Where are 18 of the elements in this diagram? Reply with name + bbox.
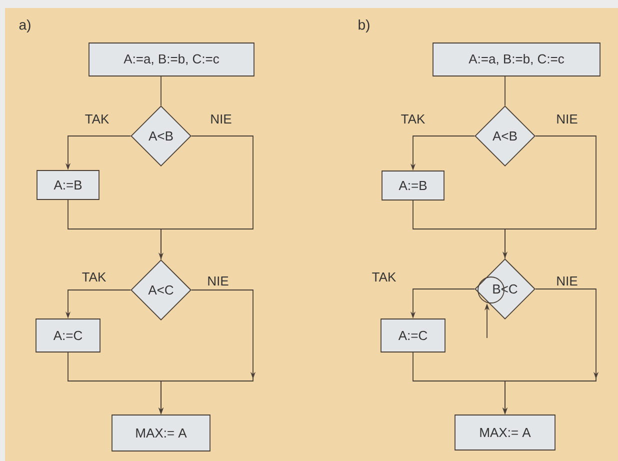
- edge-label: NIE: [555, 114, 579, 124]
- process-box: A:=C: [36, 318, 100, 352]
- edge-label: NIE: [209, 114, 233, 124]
- edge-label: NIE: [555, 276, 579, 286]
- process-box: MAX:= A: [112, 414, 210, 452]
- edge-label: TAK: [370, 272, 398, 282]
- edge-label: TAK: [84, 114, 110, 124]
- panel-label: a): [19, 19, 30, 33]
- process-box: A:=a, B:=b, C:=c: [88, 42, 254, 76]
- process-box: A:=a, B:=b, C:=c: [432, 42, 600, 76]
- process-box: A:=C: [380, 318, 446, 352]
- panel-label: b): [358, 19, 370, 33]
- edge-label: NIE: [206, 276, 230, 286]
- process-box: A:=B: [382, 170, 444, 200]
- edge-label: TAK: [400, 114, 426, 124]
- edge-label: TAK: [80, 272, 108, 282]
- process-box: A:=B: [36, 170, 100, 200]
- process-box: MAX:= A: [454, 414, 556, 450]
